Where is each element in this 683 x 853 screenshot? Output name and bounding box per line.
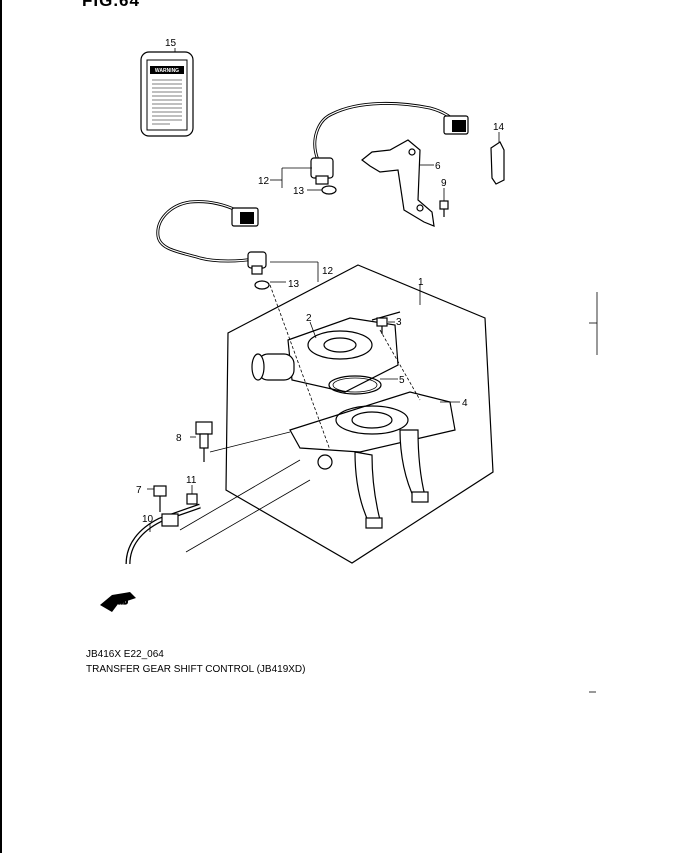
callout-12-upper: 12	[258, 176, 270, 187]
caption-title: TRANSFER GEAR SHIFT CONTROL (JB419XD)	[86, 664, 306, 675]
callout-8: 8	[176, 433, 182, 444]
callout-1: 1	[418, 277, 424, 288]
o-ring-lower	[254, 280, 270, 290]
callout-4: 4	[462, 398, 468, 409]
bracket-part	[361, 139, 435, 227]
clip-14	[490, 141, 505, 185]
leader-lines	[147, 48, 598, 693]
callout-3: 3	[396, 317, 402, 328]
upper-wiring-harness	[310, 101, 469, 185]
callout-2: 2	[306, 313, 312, 324]
breather-hose	[125, 503, 201, 565]
callout-12-lower: 12	[322, 266, 334, 277]
forward-arrow: FWD	[100, 592, 136, 612]
callout-numbers: 1 2 3 4 5 6 7 8 9 10 11 12 12 13 13 14 1…	[136, 38, 505, 525]
callout-14: 14	[493, 122, 505, 133]
figure-title: FIG.64	[82, 0, 140, 10]
callout-13-upper: 13	[293, 186, 305, 197]
page-left-border	[0, 0, 2, 853]
warning-label-part	[140, 51, 194, 137]
callout-10: 10	[142, 514, 154, 525]
caption-code: JB416X E22_064	[86, 649, 164, 660]
callout-6: 6	[435, 161, 441, 172]
bolt-8	[195, 421, 213, 462]
shift-forks	[354, 429, 429, 529]
o-ring-5	[328, 375, 382, 395]
warning-label-heading: WARNING	[155, 68, 179, 74]
forward-arrow-label: FWD	[114, 600, 128, 606]
callout-13-lower: 13	[288, 279, 300, 290]
callout-7: 7	[136, 485, 142, 496]
callout-11: 11	[186, 475, 197, 486]
bolt-3	[376, 317, 388, 334]
bolt-9	[439, 200, 449, 217]
callout-9: 9	[441, 178, 447, 189]
callout-5: 5	[399, 375, 405, 386]
o-ring-upper	[321, 185, 337, 195]
assembly-outline	[225, 264, 494, 564]
lower-wiring-harness	[156, 200, 267, 275]
bolt-7	[153, 485, 167, 512]
callout-15: 15	[165, 38, 177, 49]
nut-11	[186, 493, 198, 505]
